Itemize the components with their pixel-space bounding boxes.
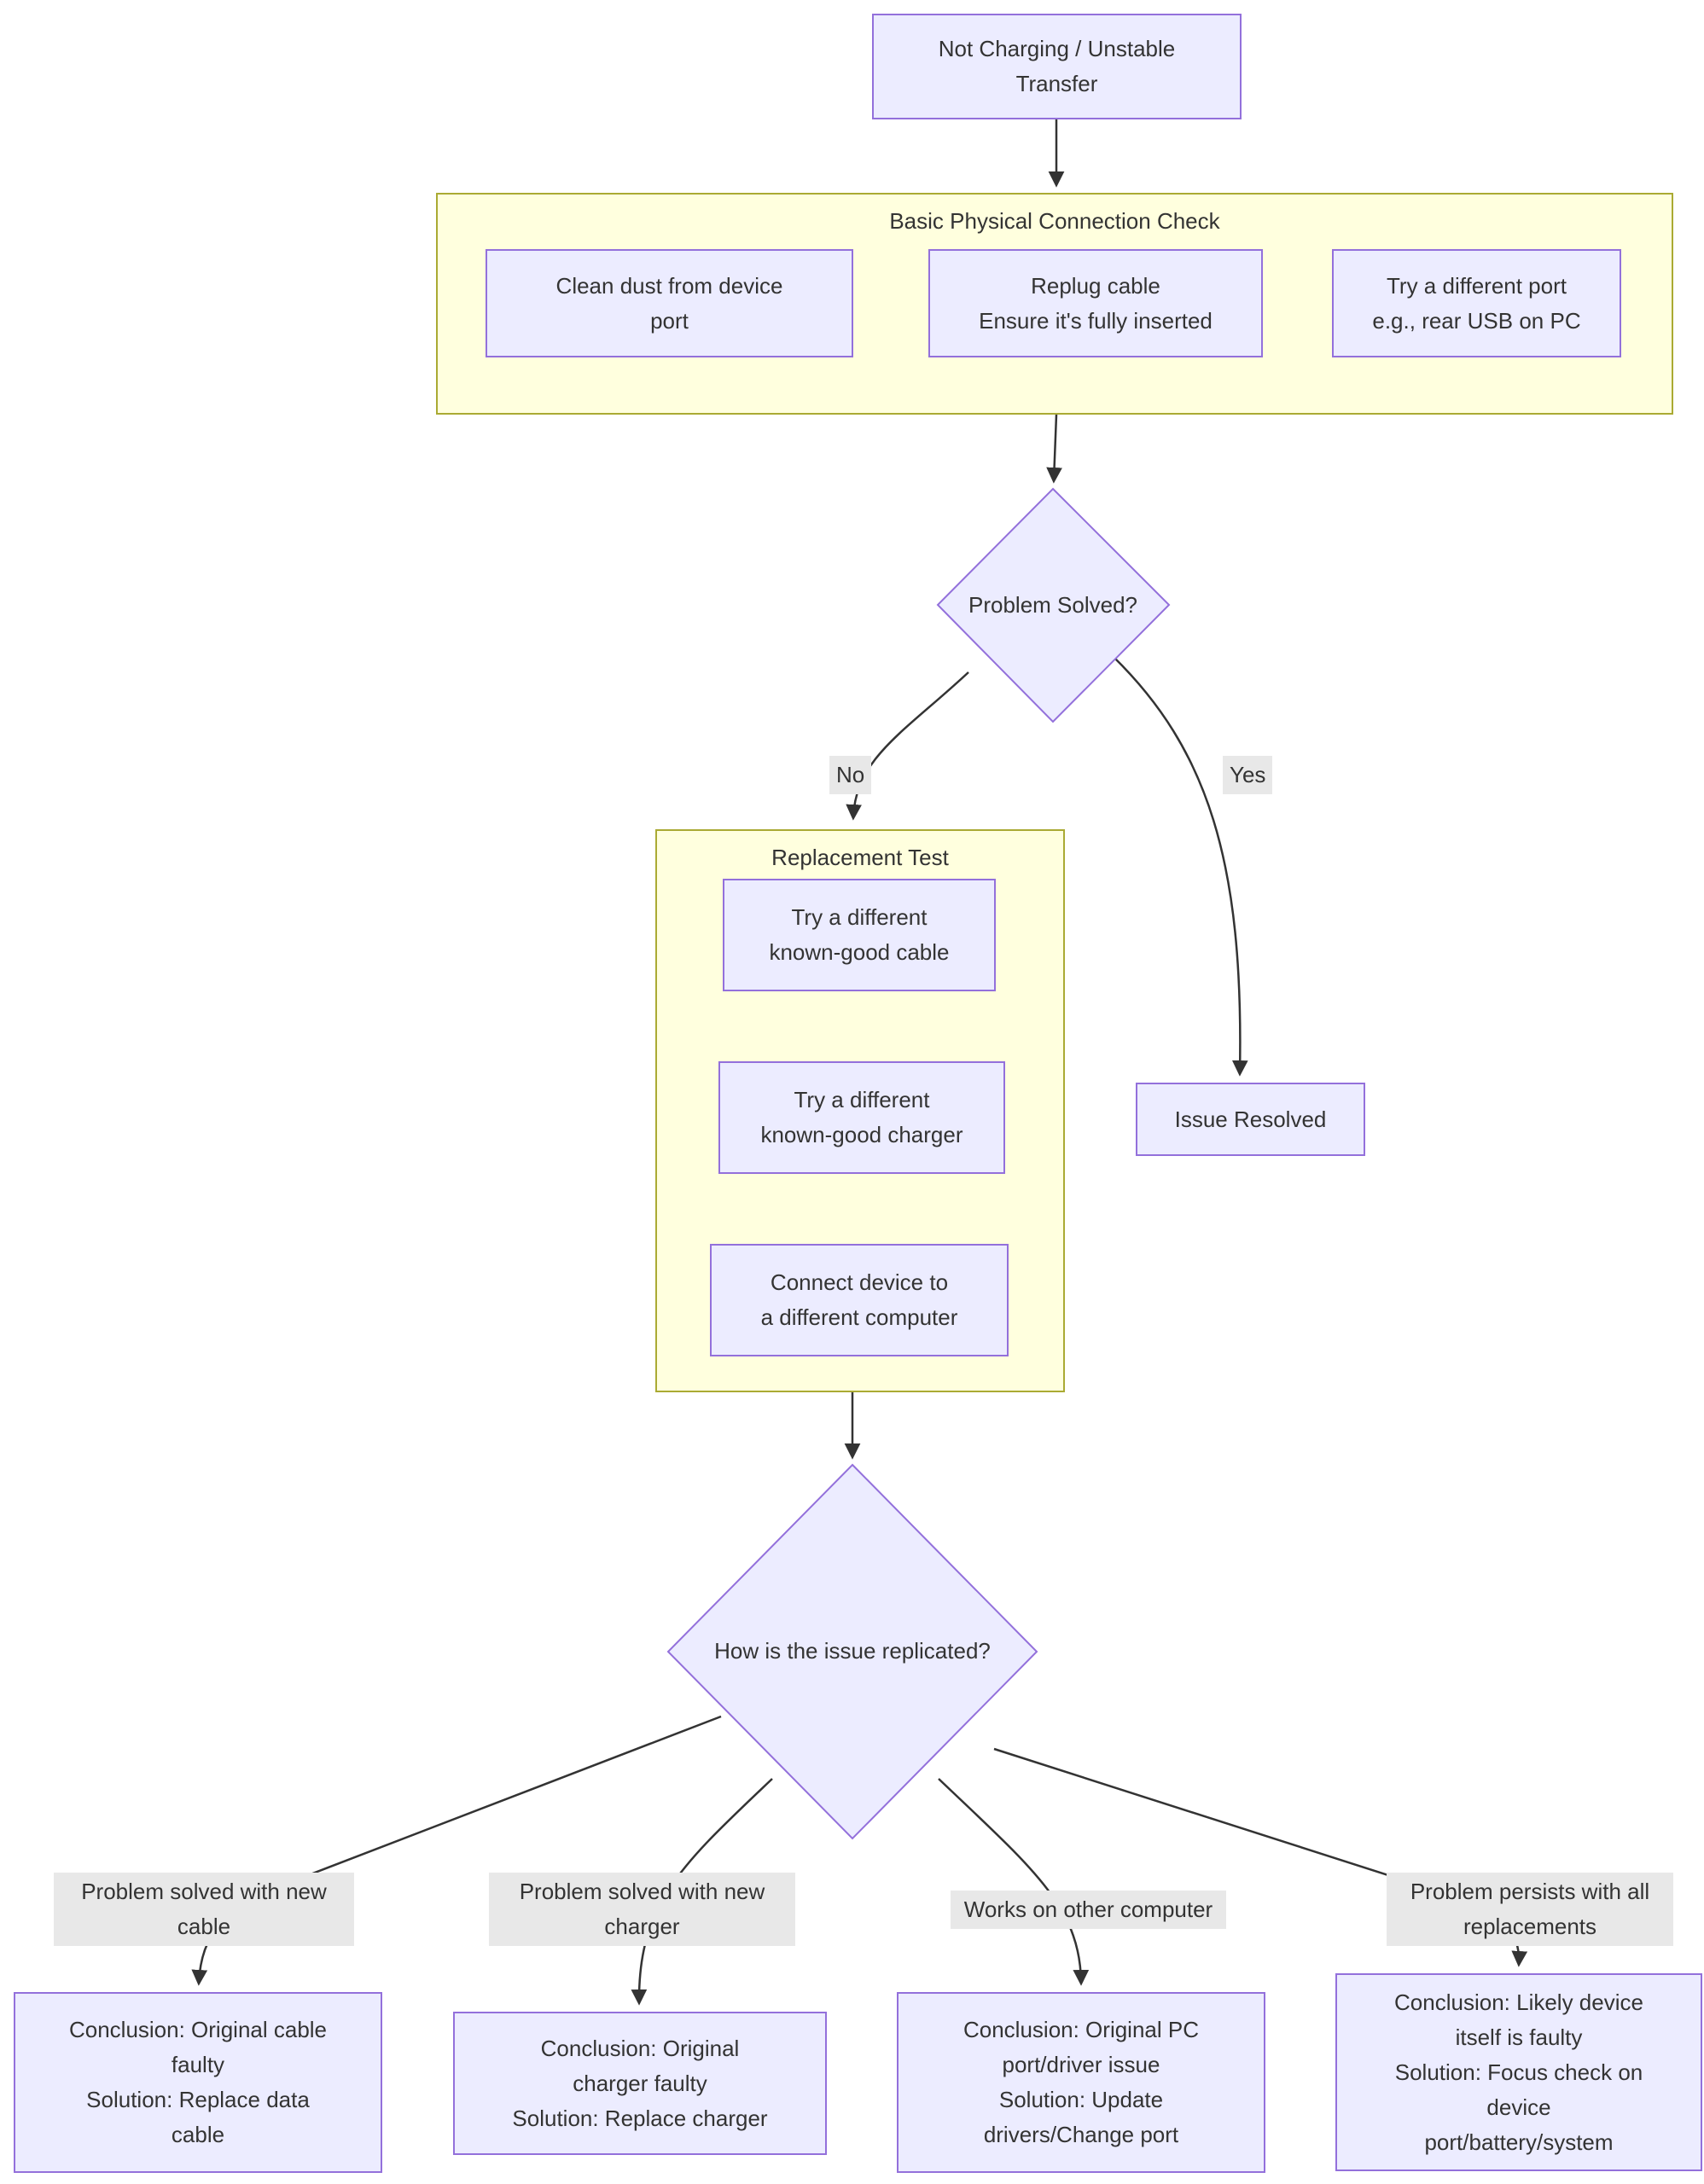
branch-label-yes: Yes — [1223, 756, 1273, 794]
outcome-label-problem-persists: Problem persists with all replacements — [1387, 1873, 1673, 1946]
decision-issue-replicated-label: How is the issue replicated? — [714, 1638, 991, 1664]
node-replug-cable: Replug cable Ensure it's fully inserted — [928, 249, 1263, 357]
edge-decision2-to-conclusion-pc — [938, 1778, 1090, 1986]
node-conclusion-device-faulty: Conclusion: Likely device itself is faul… — [1335, 1973, 1702, 2171]
node-clean-dust: Clean dust from device port — [486, 249, 853, 357]
node-try-different-port: Try a different port e.g., rear USB on P… — [1332, 249, 1621, 357]
edge-decision-no-to-replacement — [846, 671, 969, 821]
outcome-label-new-cable: Problem solved with new cable — [54, 1873, 354, 1946]
decision-issue-replicated-shape — [666, 1463, 1038, 1840]
node-conclusion-charger-faulty: Conclusion: Original charger faulty Solu… — [453, 2012, 827, 2155]
outcome-label-new-charger: Problem solved with new charger — [489, 1873, 795, 1946]
decision-problem-solved-label: Problem Solved? — [968, 592, 1137, 618]
decision-problem-solved-shape — [936, 487, 1171, 723]
node-issue-resolved: Issue Resolved — [1136, 1083, 1365, 1156]
edge-basic-check-to-decision — [1046, 414, 1062, 484]
cluster-replacement-test-title: Replacement Test — [771, 845, 949, 870]
node-not-charging: Not Charging / Unstable Transfer — [872, 14, 1242, 119]
branch-label-no: No — [829, 756, 872, 794]
node-try-known-good-charger: Try a different known-good charger — [718, 1061, 1005, 1174]
node-try-known-good-cable: Try a different known-good cable — [723, 879, 996, 991]
node-conclusion-cable-faulty: Conclusion: Original cable faulty Soluti… — [14, 1992, 382, 2173]
edge-decision-yes-to-resolved — [1113, 656, 1248, 1077]
outcome-label-other-computer: Works on other computer — [951, 1891, 1226, 1929]
cluster-basic-physical-check-title: Basic Physical Connection Check — [889, 208, 1220, 234]
node-conclusion-pc-port-issue: Conclusion: Original PC port/driver issu… — [897, 1992, 1265, 2173]
node-connect-different-computer: Connect device to a different computer — [710, 1244, 1009, 1356]
